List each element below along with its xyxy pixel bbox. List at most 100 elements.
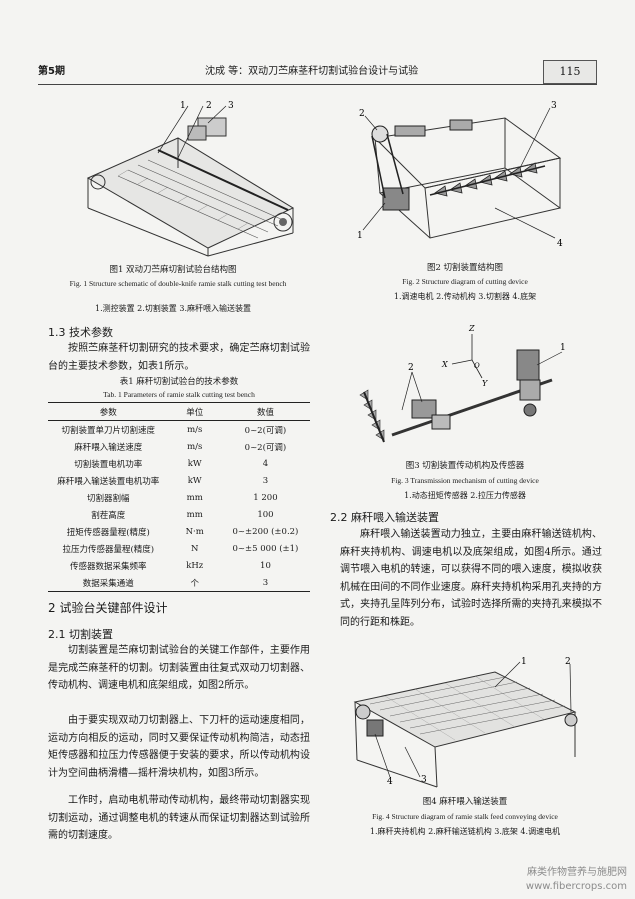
fig3-label-1: 1 bbox=[560, 343, 566, 353]
table-cell-param: 切割装置单刀片切割速度 bbox=[61, 425, 156, 436]
table-cell-unit: kW bbox=[187, 475, 202, 486]
section-2-1-paragraph-2: 由于要实现双动刀切割器上、下刀杆的运动速度相同，运动方向相反的运动，同时又要保证… bbox=[48, 715, 310, 779]
table-cell-param: 麻秆喂入输送速度 bbox=[74, 442, 143, 453]
table-cell-value: 100 bbox=[257, 509, 274, 520]
table-cell-unit: kW bbox=[187, 458, 202, 469]
figure-3: Z X Y O 1 2 bbox=[352, 320, 572, 450]
table-cell-value: 0~±5 000 (±1) bbox=[232, 543, 299, 554]
table-cell-unit: m/s bbox=[187, 441, 203, 452]
figure-3-drawing: Z X Y O 1 2 bbox=[352, 320, 572, 450]
table-cell-unit: N bbox=[190, 543, 199, 554]
watermark-line-1: 麻类作物营养与施肥网 bbox=[527, 867, 627, 878]
fig2-label-3: 3 bbox=[551, 101, 557, 111]
figure-1: 1 2 3 bbox=[58, 98, 308, 258]
table-cell-unit: m/s bbox=[187, 424, 203, 435]
section-1-3-heading: 1.3 技术参数 bbox=[48, 326, 113, 339]
section-2-2-heading: 2.2 麻秆喂入输送装置 bbox=[330, 511, 439, 524]
table-cell-param: 切割器割幅 bbox=[87, 493, 130, 504]
fig2-label-4: 4 bbox=[557, 239, 563, 249]
table-row: 切割装置单刀片切割速度 m/s 0~2(可调) bbox=[48, 421, 310, 439]
fig3-label-2: 2 bbox=[408, 363, 414, 373]
table-cell-value: 0~2(可调) bbox=[244, 442, 287, 453]
figure-4: 1 2 3 4 bbox=[345, 652, 585, 792]
table1-header-unit: 单位 bbox=[186, 407, 204, 418]
table-cell-unit: N·m bbox=[185, 526, 204, 537]
section-2-2-paragraph: 麻秆喂入输送装置动力独立，主要由麻秆输送链机构、麻秆夹持机构、调速电机以及底架组… bbox=[340, 529, 602, 628]
header-rule bbox=[38, 84, 597, 85]
fig3-caption-en: Fig. 3 Transmission mechanism of cutting… bbox=[391, 476, 539, 485]
table-cell-param: 切割装置电机功率 bbox=[74, 459, 143, 470]
fig2-caption-en: Fig. 2 Structure diagram of cutting devi… bbox=[402, 277, 528, 286]
section-2-1-paragraph-1: 切割装置是苎麻切割试验台的关键工作部件，主要作用是完成苎麻茎秆的切割。切割装置由… bbox=[48, 645, 310, 691]
fig1-legend: 1.测控装置 2.切割装置 3.麻秆喂入输送装置 bbox=[95, 304, 251, 313]
fig2-label-1: 1 bbox=[357, 231, 363, 241]
table-cell-value: 1 200 bbox=[253, 492, 278, 503]
table-cell-value: 0~2(可调) bbox=[244, 425, 287, 436]
page-number: 115 bbox=[543, 60, 597, 84]
table-row: 切割装置电机功率 kW 4 bbox=[48, 455, 310, 472]
fig2-label-2: 2 bbox=[359, 109, 365, 119]
table-1: 参数 单位 数值 切割装置单刀片切割速度 m/s 0~2(可调) 麻秆喂入输送速度 m/… bbox=[48, 402, 310, 592]
table-cell-param: 麻秆喂入输送装置电机功率 bbox=[57, 476, 160, 487]
table-cell-value: 3 bbox=[262, 475, 269, 486]
section-1-3-paragraph: 按照苎麻茎秆切割研究的技术要求，确定苎麻切割试验台的主要技术参数，如表1所示。 bbox=[48, 343, 310, 372]
fig3-axis-z: Z bbox=[468, 324, 475, 333]
fig4-label-1: 1 bbox=[521, 657, 527, 667]
table1-header-row: 参数 单位 数值 bbox=[48, 402, 310, 421]
fig4-label-2: 2 bbox=[565, 657, 571, 667]
table-cell-unit: mm bbox=[186, 492, 203, 503]
table-cell-param: 拉压力传感器量程(精度) bbox=[62, 544, 155, 555]
fig4-caption-en: Fig. 4 Structure diagram of ramie stalk … bbox=[372, 812, 558, 821]
table-row: 传感器数据采集频率 kHz 10 bbox=[48, 557, 310, 574]
table-row: 切割器割幅 mm 1 200 bbox=[48, 489, 310, 506]
fig3-axis-x: X bbox=[441, 360, 448, 369]
table1-header-value: 数值 bbox=[256, 407, 274, 418]
fig4-caption-cn: 图4 麻秆喂入输送装置 bbox=[422, 797, 508, 807]
table-row: 扭矩传感器量程(精度) N·m 0~±200 (±0.2) bbox=[48, 523, 310, 540]
table-cell-value: 10 bbox=[260, 560, 271, 571]
fig4-legend: 1.麻秆夹持机构 2.麻秆输送链机构 3.底架 4.调速电机 bbox=[369, 827, 561, 836]
fig1-caption-en: Fig. 1 Structure schematic of double-kni… bbox=[69, 279, 287, 288]
table-row: 数据采集通道 个 3 bbox=[48, 574, 310, 592]
table-cell-param: 扭矩传感器量程(精度) bbox=[66, 527, 150, 538]
figure-1-drawing: 1 2 3 bbox=[58, 98, 308, 258]
fig4-label-3: 3 bbox=[421, 775, 427, 785]
table1-caption-en: Tab. 1 Parameters of ramie stalk cutting… bbox=[103, 390, 255, 399]
fig3-legend: 1.动态扭矩传感器 2.拉压力传感器 bbox=[404, 491, 526, 500]
table-row: 麻秆喂入输送速度 m/s 0~2(可调) bbox=[48, 438, 310, 455]
fig3-axis-y: Y bbox=[482, 379, 488, 388]
table-row: 割茬高度 mm 100 bbox=[48, 506, 310, 523]
section-2-1-paragraph-3: 工作时，启动电机带动传动机构，最终带动切割器实现切割运动，通过调整电机的转速从而… bbox=[48, 795, 310, 841]
section-2-heading: 2 试验台关键部件设计 bbox=[48, 601, 168, 615]
watermark-line-2: www.fibercrops.com bbox=[525, 881, 627, 892]
table-row: 拉压力传感器量程(精度) N 0~±5 000 (±1) bbox=[48, 540, 310, 557]
fig2-legend: 1.调速电机 2.传动机构 3.切割器 4.底架 bbox=[393, 292, 537, 301]
table-cell-param: 割茬高度 bbox=[91, 510, 126, 521]
table-cell-unit: kHz bbox=[186, 560, 204, 571]
table-row: 麻秆喂入输送装置电机功率 kW 3 bbox=[48, 472, 310, 489]
table-cell-param: 传感器数据采集频率 bbox=[70, 561, 147, 572]
fig1-label-3: 3 bbox=[228, 101, 234, 111]
section-2-1-heading: 2.1 切割装置 bbox=[48, 628, 113, 641]
running-title: 沈成 等：双动刀苎麻茎秆切割试验台设计与试验 bbox=[205, 66, 419, 77]
table-cell-value: 4 bbox=[262, 458, 269, 469]
figure-2-drawing: 2 1 3 4 bbox=[355, 98, 575, 250]
fig4-label-4: 4 bbox=[387, 777, 393, 787]
fig3-caption-cn: 图3 切割装置传动机构及传感器 bbox=[405, 461, 525, 471]
table1-header-param: 参数 bbox=[99, 407, 117, 418]
fig3-origin: O bbox=[474, 362, 480, 370]
table-cell-value: 3 bbox=[262, 577, 269, 588]
figure-2: 2 1 3 4 bbox=[355, 98, 575, 250]
table-cell-unit: mm bbox=[186, 509, 203, 520]
watermark: 麻类作物营养与施肥网 www.fibercrops.com bbox=[526, 866, 627, 894]
issue-number: 第5期 bbox=[38, 66, 65, 77]
fig1-label-1: 1 bbox=[180, 101, 186, 111]
table-cell-value: 0~±200 (±0.2) bbox=[232, 526, 299, 537]
table-cell-param: 数据采集通道 bbox=[82, 578, 134, 589]
figure-4-drawing: 1 2 3 4 bbox=[345, 652, 585, 792]
table-cell-unit: 个 bbox=[190, 578, 199, 589]
table1-caption-cn: 表1 麻秆切割试验台的技术参数 bbox=[119, 377, 239, 387]
fig1-label-2: 2 bbox=[206, 101, 212, 111]
fig2-caption-cn: 图2 切割装置结构图 bbox=[426, 263, 504, 273]
